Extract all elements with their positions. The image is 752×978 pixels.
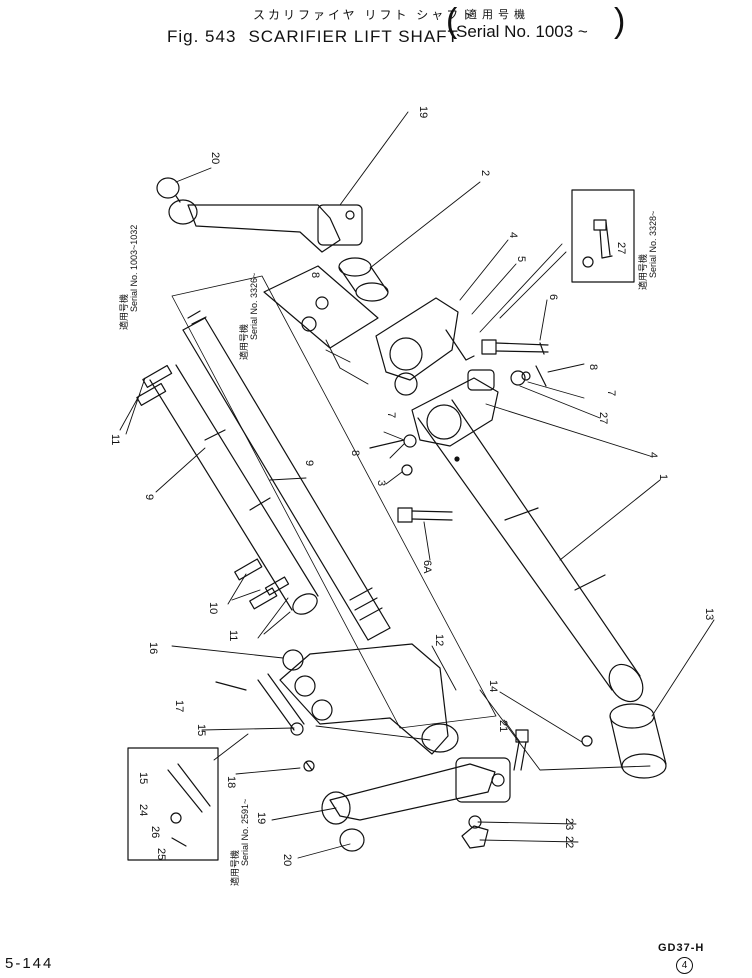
callout-27-inset: 27 [615,242,627,254]
figure-title: Fig. 543 SCARIFIER LIFT SHAFT [167,27,459,47]
left-shaft-assembly [136,364,319,615]
splined-shaft-part-9 [182,310,391,641]
inset-mid-jp: 適用号機 [238,324,249,360]
callout-3: 3 [375,480,387,486]
close-paren: ) [614,2,626,40]
serial-number-range: Serial No. 1003 ~ [456,22,588,41]
callout-23: 23 [563,818,575,830]
bolt-part-6 [481,339,549,355]
callout-19-bottom: 19 [255,812,267,824]
callout-26: 26 [149,826,161,838]
inset-bottom-serial: Serial No. 2591~ [240,799,250,866]
serial-applicability-note: ( 適用号機 Serial No. 1003 ~ ) [446,2,628,44]
callout-14: 14 [487,680,499,692]
callout-11-top: 11 [109,434,121,445]
callout-7-right: 7 [605,390,617,396]
figure-number: Fig. 543 [167,27,237,46]
inset-labels: 適用号機 Serial No. 1003~1032 適用号機 Serial No… [118,211,658,886]
callout-25: 25 [155,848,167,860]
shaft-bounding-outline [171,275,497,729]
callout-numbers: 19 20 2 4 5 6 8 8 7 27 27 4 1 7 8 3 6A 1… [109,106,715,866]
callout-8-right: 8 [587,364,599,370]
bolt-part-6a [397,507,453,523]
inset-right-serial: Serial No. 3328~ [648,211,658,278]
clamp-part-4-upper [375,297,475,396]
callout-21: 21 [497,720,509,732]
inset-box-right [571,189,635,283]
bracket-part-12 [215,643,459,772]
callout-10: 10 [207,602,219,614]
inset-mid-serial: Serial No. 3326~ [249,273,259,340]
fasteners-lower-right [461,729,593,849]
callout-13: 13 [703,608,715,620]
callout-6a: 6A [421,560,433,574]
callout-7-left: 7 [385,412,397,418]
callout-16: 16 [147,642,159,654]
callout-18: 18 [225,776,237,788]
lever-arm-bottom-part-19 [321,757,511,852]
leader-lines [119,111,715,859]
callout-20-bottom: 20 [281,854,293,866]
callout-24: 24 [137,804,149,816]
callout-15-main: 15 [195,724,207,736]
clamp-part-4-lower [411,369,499,447]
callout-27-main: 27 [597,412,609,424]
callout-5: 5 [515,256,527,262]
model-code: GD37-H [658,942,705,954]
bushing-part-13 [609,703,667,779]
bushing-part-2 [338,257,389,302]
callout-8-inset: 8 [309,272,321,278]
callout-15-inset: 15 [137,772,149,784]
inset-bottom-jp: 適用号機 [229,850,240,886]
callout-1: 1 [657,474,669,480]
callout-12: 12 [433,634,445,646]
callout-11-bottom: 11 [227,630,239,641]
callout-4-upper: 4 [507,232,519,238]
callout-20-top: 20 [209,152,221,164]
figure-title-text: SCARIFIER LIFT SHAFT [248,27,459,46]
inset-right-jp: 適用号機 [637,254,648,290]
inset-top-left-serial: Serial No. 1003~1032 [129,225,139,312]
revision-mark: 4 [676,957,693,974]
callout-2: 2 [479,170,491,176]
callout-19-top: 19 [417,106,429,118]
lever-arm-top-part-19 [156,177,363,253]
callout-9-middle: 9 [303,460,315,466]
callout-17: 17 [173,700,185,712]
inset-top-left-jp: 適用号機 [118,294,129,330]
small-fasteners [369,365,547,476]
inset-box-middle [263,265,379,349]
open-paren: ( [446,2,458,40]
lift-shaft-part-1 [417,399,644,703]
callout-4-lower: 4 [647,452,659,458]
page-number: 5-144 [5,955,54,972]
callout-6: 6 [547,294,559,300]
serial-label-japanese: 適用号機 [466,8,530,21]
title-japanese: スカリファイヤ リフト シャフト [253,8,477,22]
callout-22: 22 [563,836,575,848]
inset-box-bottom-left [127,747,219,861]
callout-8-left: 8 [349,450,361,456]
callout-9-left: 9 [143,494,155,500]
